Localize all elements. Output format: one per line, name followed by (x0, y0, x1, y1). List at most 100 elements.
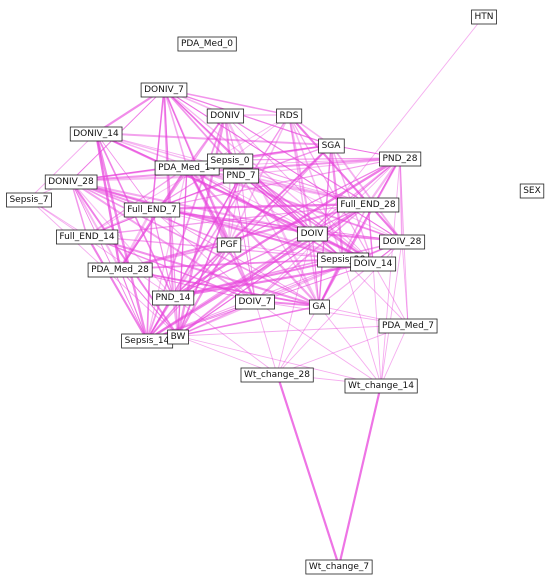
node-box (305, 559, 373, 575)
node-doniv-7: DONIV_7 (140, 82, 188, 98)
node-label: Full_END_7 (127, 205, 176, 215)
edge-DOIV-GA (311, 232, 320, 307)
node-label: Wt_change_7 (309, 562, 369, 572)
edge-Full_END_14-Sepsis_14 (86, 235, 148, 341)
node-box (336, 197, 400, 213)
edge-Sepsis_28-PDA_Med_28 (119, 258, 344, 270)
edge-Wt_change_28-DOIV_7 (254, 300, 278, 375)
node-label: DONIV_7 (144, 85, 184, 95)
node-box (140, 82, 188, 98)
edge-PDA_Med_14-PDA_Med_28 (119, 166, 188, 270)
edge-PDA_Med_28-Sepsis_14 (119, 268, 148, 341)
node-label: DONIV_28 (48, 177, 94, 187)
edge-DONIV_7-SGA (163, 88, 332, 146)
edge-PDA_Med_14-GA (186, 166, 320, 307)
edge-Full_END_7-GA (151, 208, 320, 307)
node-label: DOIV_14 (354, 259, 393, 269)
edge-PGF-PND_14 (172, 243, 230, 298)
node-label: SGA (322, 141, 342, 151)
edge-PND_28-Full_END_7 (151, 157, 401, 210)
node-label: DONIV (210, 111, 240, 121)
node-htn: HTN (471, 9, 497, 25)
edge-Wt_change_14-DOIV_7 (254, 300, 382, 386)
node-doiv: DOIV (297, 226, 328, 242)
edge-PND_7-BW (177, 174, 242, 337)
node-pnd-7: PND_7 (222, 168, 260, 184)
edge-PND_28-DOIV (311, 157, 401, 234)
node-label: PDA_Med_0 (181, 39, 233, 49)
edge-GA-BW (177, 305, 320, 337)
node-label: Sepsis_28 (321, 255, 366, 265)
edge-PND_28-PGF (228, 157, 401, 245)
edge-PDA_Med_14-Full_END_14 (86, 166, 188, 237)
node-label: SEX (523, 186, 541, 196)
edge-DONIV_28-GA (70, 180, 320, 307)
node-label: DOIV (301, 229, 325, 239)
edge-Wt_change_14-DOIV_28 (380, 240, 403, 386)
node-ga: GA (309, 299, 330, 315)
edge-DONIV_28-Sepsis_14 (70, 180, 148, 341)
edge-Full_END_14-DOIV_7 (86, 235, 256, 302)
edge-Sepsis_28-PND_14 (172, 257, 344, 299)
node-label: DONIV_14 (73, 129, 119, 139)
node-label: GA (312, 302, 326, 312)
edge-DONIV_14-SGA (95, 132, 332, 146)
node-pnd-14: PND_14 (152, 290, 195, 306)
node-box (344, 378, 418, 394)
edge-PDA_Med_14-BW (177, 166, 188, 337)
edge-PND_7-DOIV (240, 174, 313, 234)
edge-Full_END_28-Full_END_7 (151, 202, 369, 211)
node-doniv-14: DONIV_14 (69, 126, 123, 142)
edge-DOIV_28-GA (318, 240, 403, 307)
node-box (44, 174, 98, 190)
node-sex: SEX (519, 183, 545, 199)
node-label: DOIV_28 (383, 237, 422, 247)
edge-PDA_Med_7-DOIV_14 (372, 262, 409, 326)
node-sepsis-7: Sepsis_7 (6, 192, 52, 208)
edge-HTN-DOIV (311, 15, 485, 234)
node-box (206, 108, 245, 124)
edge-DONIV_14-Full_END_7 (95, 132, 153, 210)
node-sga: SGA (318, 138, 345, 154)
edge-DONIV_14-Full_END_28 (95, 132, 369, 205)
node-pda-med-0: PDA_Med_0 (177, 36, 237, 52)
edge-Wt_change_14-PDA_Med_7 (380, 324, 409, 386)
edge-Wt_change_14-PND_28 (380, 157, 401, 386)
node-label: PDA_Med_28 (91, 265, 149, 275)
node-doiv-28: DOIV_28 (379, 234, 426, 250)
node-pgf: PGF (216, 237, 242, 253)
edge-RDS-DOIV_28 (288, 114, 403, 242)
edge-Wt_change_14-BW (177, 335, 382, 386)
edge-Wt_change_7-Wt_change_28 (275, 373, 341, 567)
node-label: PND_7 (226, 171, 255, 181)
node-box (167, 329, 189, 345)
node-bw: BW (167, 329, 189, 345)
edge-Full_END_7-DOIV_28 (151, 208, 403, 242)
node-doiv-7: DOIV_7 (235, 294, 275, 310)
node-box (69, 126, 123, 142)
edge-Sepsis_7-DONIV_14 (28, 132, 97, 200)
edge-RDS-GA (288, 114, 320, 307)
edge-Wt_change_7-Wt_change_14 (337, 384, 383, 567)
edge-layer (28, 15, 485, 567)
node-box (235, 294, 275, 310)
node-doniv: DONIV (206, 108, 245, 124)
node-box (378, 318, 438, 334)
node-box (519, 183, 545, 199)
node-label: Wt_change_14 (348, 381, 414, 391)
node-box (350, 256, 397, 272)
node-wt-change-14: Wt_change_14 (344, 378, 418, 394)
edge-DONIV_7-DOIV_28 (163, 88, 403, 242)
node-label: PDA_Med_7 (382, 321, 434, 331)
node-full-end-14: Full_END_14 (55, 229, 119, 245)
node-pda-med-7: PDA_Med_7 (378, 318, 438, 334)
node-pda-med-28: PDA_Med_28 (87, 262, 153, 278)
edge-PND_7-DONIV_28 (70, 173, 242, 183)
edge-PND_7-PGF (228, 174, 242, 245)
edge-Sepsis_7-PND_14 (28, 198, 174, 298)
edge-DONIV-DOIV_14 (224, 114, 374, 264)
edge-Wt_change_14-DOIV_14 (372, 262, 382, 386)
edge-Wt_change_14-Sepsis_28 (342, 258, 382, 386)
node-label: PDA_Med_14 (158, 163, 216, 173)
